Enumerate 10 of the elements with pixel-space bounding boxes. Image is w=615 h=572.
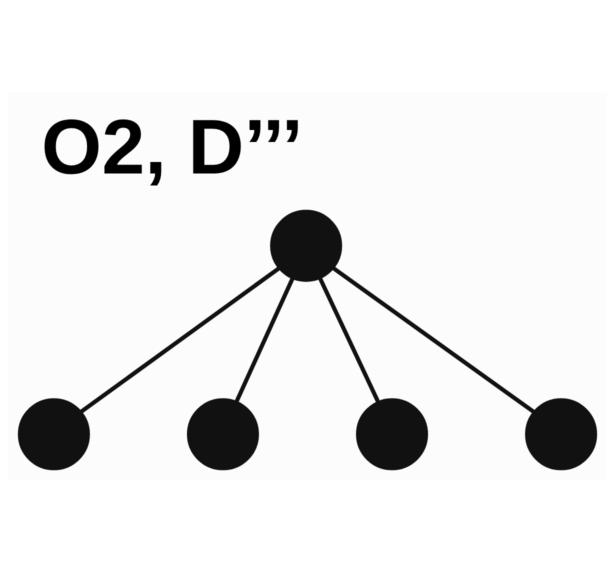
connector (332, 266, 536, 414)
node-circle (186, 398, 259, 470)
node-circle (525, 398, 598, 470)
connector (234, 277, 295, 402)
connector (318, 277, 380, 402)
node-circle (18, 398, 90, 470)
connector (80, 266, 280, 414)
diagram-title: O2, D’’’ (41, 104, 304, 190)
node-circle (356, 398, 428, 470)
node-circle (270, 210, 342, 282)
